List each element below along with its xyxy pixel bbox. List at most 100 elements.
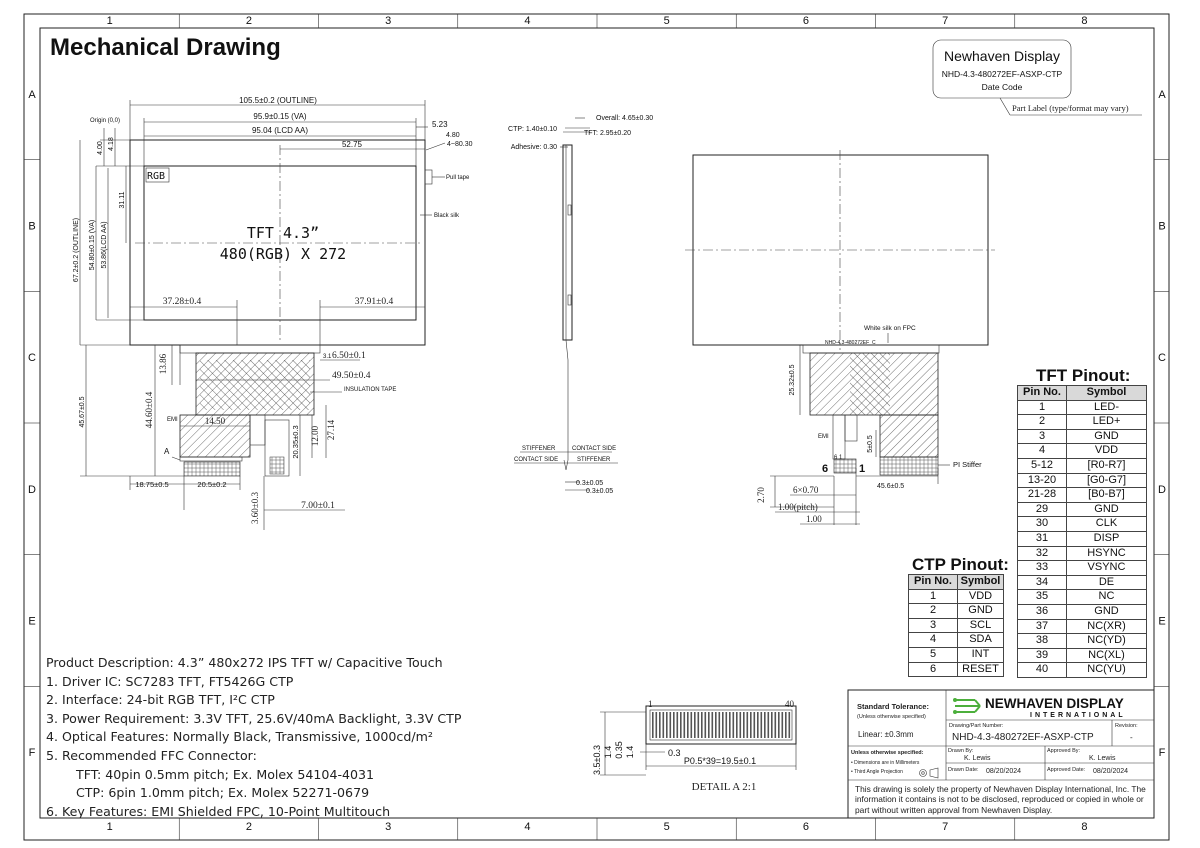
- drawn-by-label: Drawn By:: [948, 748, 974, 754]
- ctp-pin-cell: 1: [908, 588, 958, 605]
- grid-row-label: C: [28, 352, 36, 364]
- dimensions-note: • Dimensions are in Millimeters: [851, 760, 920, 766]
- detail-contact: [687, 712, 689, 738]
- detail-contact: [729, 712, 731, 738]
- logo-text-top: NEWHAVEN DISPLAY: [985, 696, 1124, 711]
- grid-col-label: 1: [107, 821, 113, 833]
- dim-va-width: 95.9±0.15 (VA): [253, 112, 306, 121]
- grid-col-label: 6: [803, 821, 809, 833]
- tft-symbol-cell: CLK: [1066, 516, 1147, 532]
- contact-side-label-left: CONTACT SIDE: [514, 457, 558, 463]
- tft-symbol-cell: NC: [1066, 589, 1147, 605]
- origin-label: Origin (0,0): [90, 118, 120, 124]
- grid-col-label: 5: [664, 821, 670, 833]
- ctp-symbol-cell: SDA: [957, 632, 1004, 648]
- tft-row: 13-20[G0-G7]: [1017, 472, 1147, 489]
- grid-col-label: 5: [664, 15, 670, 27]
- pull-tape-label: Pull tape: [446, 175, 470, 181]
- tft-symbol-cell: HSYNC: [1066, 545, 1147, 562]
- dim-456: 45.6±0.5: [877, 483, 904, 490]
- detail-pin40: 40: [785, 699, 795, 709]
- revision-value: -: [1130, 733, 1133, 742]
- dim-418: 4.18: [108, 137, 115, 151]
- dim-outline-height: 67.2±0.2 (OUTLINE): [73, 218, 80, 282]
- grid-col-label: 8: [1081, 15, 1087, 27]
- newhaven-logo: NEWHAVEN DISPLAY INTERNATIONAL: [953, 696, 1124, 719]
- dim-pitch: 1.00(pitch): [778, 502, 818, 512]
- dim-6x070: 6×0.70: [793, 485, 819, 495]
- tft-header-symbol: Symbol: [1066, 385, 1147, 401]
- unless-otherwise-label: Unless otherwise specified:: [851, 750, 924, 756]
- part-label-note: Part Label (type/format may vary): [1012, 103, 1129, 113]
- grid-col-label: 2: [246, 821, 252, 833]
- dim-va-height: 54.80±0.15 (VA): [89, 220, 96, 270]
- grid-row-label: B: [1158, 221, 1165, 233]
- part-label-brand: Newhaven Display: [944, 48, 1060, 64]
- ctp-pin-cell: 6: [908, 661, 958, 678]
- detail-contact: [683, 712, 686, 738]
- grid-col-label: 6: [803, 15, 809, 27]
- projection-note: • Third Angle Projection: [851, 769, 903, 775]
- detail-contact: [659, 712, 661, 738]
- approved-date-label: Approved Date:: [1047, 767, 1086, 773]
- grid-row-label: A: [28, 89, 36, 101]
- grid-col-label: 1: [107, 15, 113, 27]
- side-view: CTP: 1.40±0.10 Overall: 4.65±0.30 TFT: 2…: [508, 115, 653, 495]
- tft-symbol-cell: DISP: [1066, 530, 1147, 547]
- detail-contact: [704, 712, 707, 738]
- detail-contact: [680, 712, 682, 738]
- detail-contact: [718, 712, 721, 738]
- detail-dim-14a: 1.4: [603, 746, 613, 759]
- detail-contact: [676, 712, 679, 738]
- detail-contact: [736, 712, 738, 738]
- approved-by-label: Approved By:: [1047, 748, 1081, 754]
- detail-contact: [722, 712, 724, 738]
- product-description: Product Description: 4.3” 480x272 IPS TF…: [46, 654, 461, 821]
- detail-contact: [739, 712, 742, 738]
- desc-line: 2. Interface: 24-bit RGB TFT, I²C CTP: [46, 692, 275, 708]
- dim-2532: 25.32±0.5: [789, 364, 796, 395]
- drawn-date-label: Drawn Date:: [948, 767, 979, 773]
- desc-line: 6. Key Features: EMI Shielded FPC, 10-Po…: [46, 803, 391, 819]
- back-emi-label: EMI: [818, 434, 829, 440]
- grid-col-label: 3: [385, 821, 391, 833]
- desc-line: Product Description: 4.3” 480x272 IPS TF…: [46, 655, 443, 670]
- label-a: A: [164, 447, 170, 456]
- detail-dim-03: 0.3: [668, 748, 681, 758]
- tft-symbol-cell: LED+: [1066, 414, 1147, 430]
- desc-line: TFT: 40pin 0.5mm pitch; Ex. Molex 54104-…: [76, 766, 375, 782]
- ctp-pin-cell: 2: [908, 603, 958, 619]
- ctp-pin6-label: 6: [822, 463, 828, 475]
- tft-fpc-contacts: [183, 461, 241, 477]
- dim-4080: 4~80.30: [447, 141, 473, 148]
- projection-symbol: [919, 767, 939, 779]
- approved-date: 08/20/2024: [1093, 768, 1129, 775]
- detail-contact: [746, 712, 749, 738]
- lcd-outline: [129, 139, 426, 346]
- dim-700: 7.00±0.1: [301, 501, 335, 511]
- detail-contact: [753, 712, 756, 738]
- tft-thickness: TFT: 2.95±0.20: [584, 130, 631, 137]
- dim-480: 4.80: [446, 132, 460, 139]
- grid-col-label: 7: [942, 15, 948, 27]
- detail-contact: [764, 712, 766, 738]
- dim-left-position: 37.28±0.4: [163, 297, 202, 307]
- detail-dim-14b: 1.4: [625, 746, 635, 759]
- detail-contact: [781, 712, 784, 738]
- detail-pin1: 1: [648, 699, 653, 709]
- dim-360: 3.60±0.3: [250, 492, 260, 524]
- back-view: White silk on FPC NHD-4.3-480272EF_C EMI…: [685, 150, 995, 525]
- std-tolerance-label: Standard Tolerance:: [857, 702, 929, 711]
- dim-4950: 49.50±0.4: [332, 371, 371, 381]
- desc-line: 3. Power Requirement: 3.3V TFT, 25.6V/40…: [46, 710, 462, 726]
- tft-symbol-cell: GND: [1066, 501, 1147, 518]
- fpc-silk-text: NHD-4.3-480272EF_C: [825, 340, 876, 346]
- detail-contact: [690, 712, 693, 738]
- dim-right-position: 37.91±0.4: [355, 297, 394, 307]
